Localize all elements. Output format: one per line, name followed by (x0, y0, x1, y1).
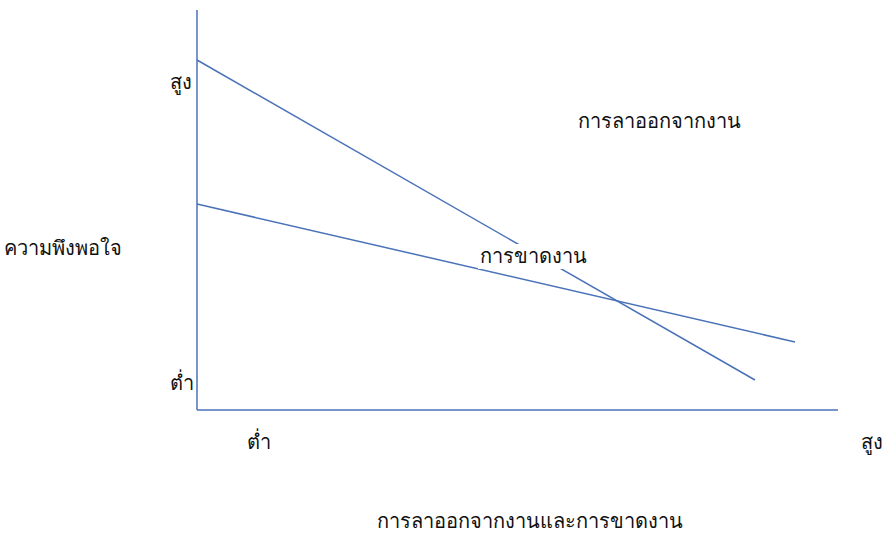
turnover-line (197, 60, 755, 380)
y-axis-title: ความพึงพอใจ (2, 236, 124, 261)
x-axis-title: การลาออกจากงานและการขาดงาน (375, 509, 685, 534)
x-axis (197, 409, 838, 411)
y-axis-low: ต่ำ (168, 371, 196, 396)
absence-line (197, 204, 795, 342)
y-axis-high: สูง (168, 70, 194, 95)
x-axis-high: สูง (859, 430, 885, 455)
line-label: การขาดงาน (478, 244, 589, 269)
y-axis (196, 10, 198, 410)
line-label: การลาออกจากงาน (576, 109, 743, 134)
x-axis-low: ต่ำ (245, 430, 273, 455)
